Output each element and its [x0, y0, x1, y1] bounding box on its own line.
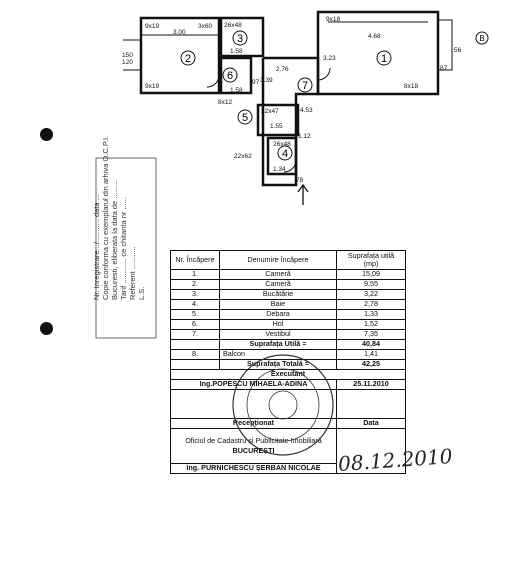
- header-nr: Nr. Încăpere: [170, 250, 220, 270]
- dim-label: 3.23: [323, 55, 336, 62]
- cell-area: 2,78: [336, 299, 406, 310]
- signature-space-row: [170, 389, 406, 419]
- floor-plan: 2 3 1 4 5 6 7 B 9x19 3.00 3x60 9x19 150 …: [122, 10, 489, 205]
- room-number: 3: [237, 33, 243, 45]
- certification-stamp-frame: [95, 157, 157, 339]
- reception-date-label: Data: [336, 418, 406, 429]
- office-row: Oficiul de Cadastru și Publicitate Imobi…: [170, 428, 406, 474]
- official-round-stamp: [232, 354, 334, 456]
- dim-label: 97: [252, 79, 260, 86]
- cell-area: 7,35: [336, 329, 406, 340]
- dim-label: 9x18: [326, 16, 340, 23]
- cell-name: Cameră: [219, 279, 337, 290]
- header-name: Denumire încăpere: [219, 250, 337, 270]
- room-number: 4: [282, 148, 288, 160]
- stamp-line: Bucuresti, eliberata la data de ........…: [110, 179, 119, 300]
- cell-area: 9,55: [336, 279, 406, 290]
- dim-label: 26x48: [224, 22, 242, 29]
- executant-date: 25.11.2010: [336, 379, 406, 390]
- cell-area: 1,41: [336, 349, 406, 360]
- cell-nr: 6.: [170, 319, 220, 330]
- dim-label: 4.53: [300, 107, 313, 114]
- dim-label: 8x12: [218, 99, 232, 106]
- certification-stamp: Nr. Inregistrare.../........... data ...…: [92, 136, 146, 300]
- punch-hole: [40, 128, 53, 141]
- dim-label: 150: [122, 52, 133, 59]
- dim-label: 3x60: [198, 23, 212, 30]
- cell-nr: 4.: [170, 299, 220, 310]
- stamp-line: L.S.: [137, 286, 146, 300]
- dim-label: 26x48: [273, 141, 291, 148]
- cell-nr: 8.: [170, 349, 220, 360]
- room-number: 1: [381, 53, 387, 65]
- cell-name: Bucătărie: [219, 289, 337, 300]
- cell-nr: 2.: [170, 279, 220, 290]
- cell-name: Debara: [219, 309, 337, 320]
- room-number: 5: [242, 112, 248, 124]
- dim-label: 1.55: [270, 123, 283, 130]
- cell-area: 3,22: [336, 289, 406, 300]
- cell-nr: 5.: [170, 309, 220, 320]
- dim-label: 9x19: [145, 23, 159, 30]
- office-city: BUCUREȘTI: [232, 446, 275, 455]
- header-area: Suprafața utilă (mp): [336, 250, 406, 270]
- stamp-line: Copie conforma cu exemplarul din arhiva …: [101, 135, 110, 300]
- dim-label: 1.34: [273, 166, 286, 173]
- office-person: Ing. PURNICHESCU ȘERBAN NICOLAE: [170, 463, 337, 474]
- stamp-line: Tarif ............ ce chitanta nr ......: [119, 197, 128, 300]
- office-name: Oficiul de Cadastru și Publicitate Imobi…: [185, 436, 322, 445]
- cell-nr: 7.: [170, 329, 220, 340]
- cell-area: 15,09: [336, 269, 406, 280]
- cell-name: Baie: [219, 299, 337, 310]
- cell-name: Hol: [219, 319, 337, 330]
- balcony-marker: B: [479, 34, 484, 43]
- rooms-table: Nr. Încăpere Denumire încăpere Suprafața…: [170, 250, 406, 474]
- dim-label: 87: [440, 65, 448, 72]
- punch-hole: [40, 322, 53, 335]
- cell-area: 1,52: [336, 319, 406, 330]
- dim-label: 9x19: [145, 83, 159, 90]
- useful-area-label: Suprafața Utilă =: [219, 339, 337, 350]
- dim-label: 8x18: [404, 83, 418, 90]
- dim-label: 1.58: [230, 48, 243, 55]
- dim-label: 3.39: [260, 77, 273, 84]
- stamp-line: Nr. Inregistrare.../........... data ...: [92, 194, 101, 300]
- room-number: 6: [227, 70, 233, 82]
- dim-label: 120: [122, 59, 133, 66]
- dim-label: 2.76: [276, 66, 289, 73]
- cell-area: 1,33: [336, 309, 406, 320]
- dim-label: 1.58: [230, 87, 243, 94]
- room-number: 2: [185, 53, 191, 65]
- dim-label: 4.68: [368, 33, 381, 40]
- useful-area-value: 40,84: [336, 339, 406, 350]
- cell-nr: 3.: [170, 289, 220, 300]
- stamp-line: Referent ...........: [128, 246, 137, 300]
- useful-area-row: Suprafața Utilă =40,84: [170, 339, 406, 350]
- dim-label: 22x62: [234, 153, 252, 160]
- cell-name: Cameră: [219, 269, 337, 280]
- dim-label: 22x47: [261, 108, 279, 115]
- dim-label: 1.12: [298, 133, 311, 140]
- dim-label: 56: [454, 47, 462, 54]
- cell-name: Vestibul: [219, 329, 337, 340]
- table-header-row: Nr. Încăpere Denumire încăpere Suprafața…: [170, 250, 406, 270]
- dim-label: 3.00: [173, 29, 186, 36]
- office-person-row: Ing. PURNICHESCU ȘERBAN NICOLAE: [170, 463, 406, 474]
- total-area-value: 42,25: [336, 359, 406, 370]
- dim-label: 78: [296, 177, 304, 184]
- cell-nr: 1.: [170, 269, 220, 280]
- room-number: 7: [302, 80, 308, 92]
